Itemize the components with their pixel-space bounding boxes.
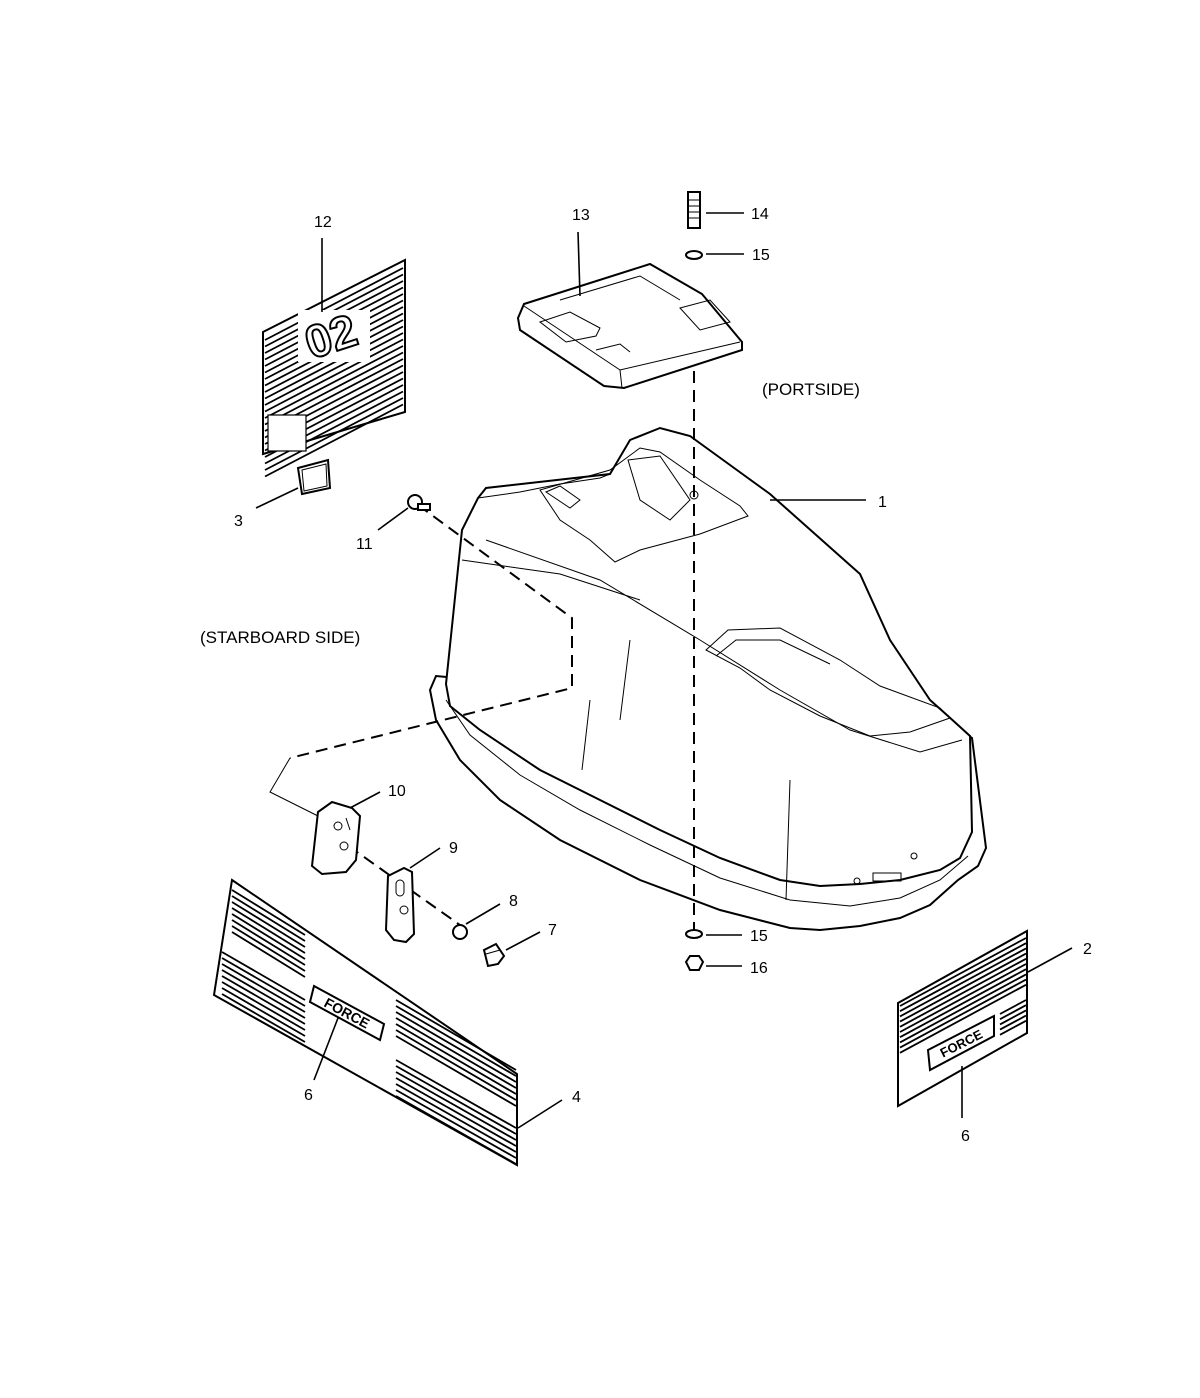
washer-part-15-lower — [685, 929, 703, 939]
callout-10: 10 — [388, 783, 406, 800]
callout-1: 1 — [878, 494, 887, 511]
decal-stripe — [395, 999, 517, 1071]
decal-stripe — [899, 968, 1027, 1038]
washer-part-15-upper — [685, 250, 703, 260]
callout-3: 3 — [234, 513, 243, 530]
decal-stripe — [264, 351, 404, 426]
callout-16: 16 — [750, 960, 768, 977]
decal-stripe — [899, 984, 1027, 1054]
screw-part-11 — [407, 494, 431, 511]
decal-stripe — [221, 993, 306, 1043]
callout-numbers: 1 2 3 4 6 6 7 8 9 10 11 12 13 14 15 15 1… — [234, 206, 1092, 1145]
decal-stripe — [395, 1083, 517, 1153]
decal-stripe — [899, 947, 1027, 1018]
decal-stripe — [231, 895, 306, 942]
callout-9: 9 — [449, 840, 458, 857]
decal-stripe — [395, 1011, 517, 1083]
decal-stripe — [221, 957, 306, 1007]
callout-12: 12 — [314, 214, 332, 231]
front-decal-part-4: FORCE — [212, 878, 518, 1167]
decal-stripe — [395, 1059, 517, 1129]
callout-6-side: 6 — [961, 1128, 970, 1145]
decal-stripe — [264, 345, 404, 419]
starboard-side-label: (STARBOARD SIDE) — [200, 628, 360, 647]
decal-stripe — [264, 332, 404, 406]
callout-2: 2 — [1083, 941, 1092, 958]
decal-stripe — [395, 1089, 517, 1159]
decal-stripe — [231, 889, 306, 936]
decal-stripe — [899, 973, 1027, 1044]
callout-11: 11 — [356, 536, 373, 553]
model-decal-part-12: 02 — [262, 258, 406, 478]
decal-stripe — [999, 1009, 1027, 1026]
decal-stripe — [264, 338, 404, 413]
side-decal-part-2: FORCE — [897, 929, 1028, 1108]
decal-stripe — [395, 1035, 517, 1107]
callout-15-lower: 15 — [750, 928, 768, 945]
callout-15-upper: 15 — [752, 247, 770, 264]
decal-stripe — [395, 1005, 517, 1077]
decal-stripe — [395, 1023, 517, 1095]
decal-stripe — [221, 987, 306, 1037]
decal-stripe — [231, 931, 306, 978]
decal-stripe — [899, 952, 1027, 1023]
decal-stripe — [899, 937, 1027, 1007]
callout-14: 14 — [751, 206, 769, 223]
engine-cowl-part-1 — [428, 426, 988, 932]
nut-part-16 — [684, 955, 705, 971]
decal-stripe — [221, 969, 306, 1019]
decal-stripe — [231, 901, 306, 948]
decal-stripe — [231, 913, 306, 960]
small-decal-part-3 — [296, 458, 332, 496]
callout-6-front: 6 — [304, 1087, 313, 1104]
decal-stripe — [221, 975, 306, 1025]
decal-stripe — [395, 1071, 517, 1141]
decal-stripe — [999, 1020, 1027, 1036]
decal-stripe — [221, 981, 306, 1031]
top-cover-part-13 — [516, 262, 743, 390]
decal-stripe — [395, 1065, 517, 1135]
decal-stripe — [264, 267, 404, 341]
callout-8: 8 — [509, 893, 518, 910]
bolt-part-14 — [687, 191, 701, 229]
decal-stripe — [899, 963, 1027, 1033]
callout-4: 4 — [572, 1089, 581, 1106]
washer-part-8 — [452, 924, 468, 940]
screw-part-7 — [482, 942, 506, 968]
decal-stripe — [264, 325, 404, 400]
leader-lines — [255, 212, 1073, 1129]
decal-stripe — [221, 951, 306, 1001]
decal-stripe — [231, 925, 306, 972]
decal-stripe — [999, 1004, 1027, 1020]
callout-13: 13 — [572, 207, 590, 224]
portside-label: (PORTSIDE) — [762, 380, 860, 399]
decal-stripe — [899, 958, 1027, 1028]
decal-stripe — [395, 1029, 517, 1101]
decal-stripe — [999, 1014, 1027, 1031]
decal-stripe — [264, 403, 404, 478]
decal-stripe — [221, 963, 306, 1013]
decal-stripe — [231, 919, 306, 966]
decal-stripe — [395, 1095, 517, 1165]
decal-stripe — [264, 397, 404, 471]
latch-plate-part-9 — [384, 866, 416, 944]
decal-stripe — [231, 907, 306, 954]
decal-stripe — [999, 999, 1027, 1015]
decal-stripe — [899, 978, 1027, 1049]
bracket-part-10 — [310, 800, 362, 876]
callout-7: 7 — [548, 922, 557, 939]
decal-stripe — [395, 1077, 517, 1147]
decal-stripe — [899, 942, 1027, 1012]
decal-stripe — [395, 1017, 517, 1089]
